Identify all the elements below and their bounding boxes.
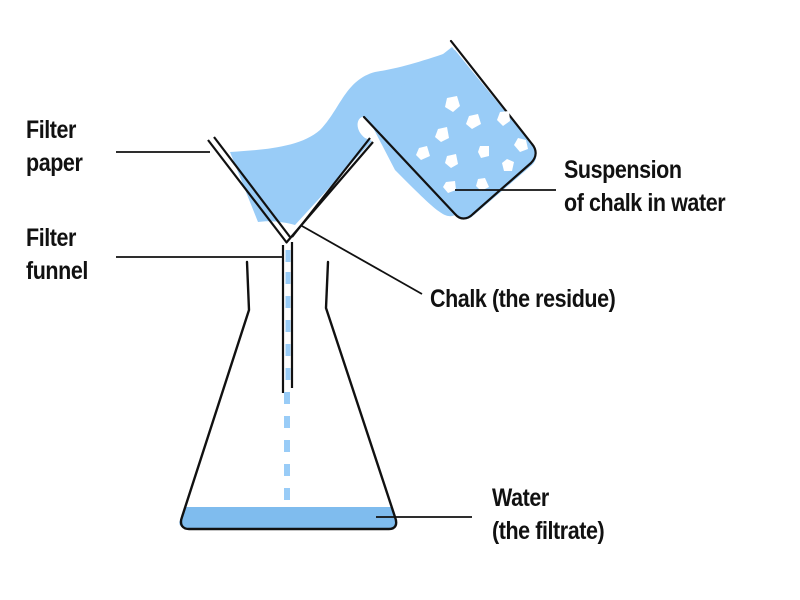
leader-residue [301,225,423,295]
chalk-particle [497,111,510,126]
label-line: Suspension [564,156,682,184]
label-filter-funnel: Filter funnel [26,222,88,288]
label-line: Filter [26,224,76,252]
chalk-particle [445,154,458,168]
filter-funnel [207,136,374,393]
chalk-particle [514,138,528,152]
label-suspension: Suspension of chalk in water [564,154,726,220]
chalk-particle [435,127,449,142]
label-filtrate: Water (the filtrate) [492,482,605,548]
label-filter-paper: Filter paper [26,114,83,180]
label-residue: Chalk (the residue) [430,283,616,316]
label-line: paper [26,149,83,177]
chalk-particle [416,146,430,160]
label-line: Chalk (the residue) [430,285,616,313]
label-line: of chalk in water [564,189,726,217]
label-line: Filter [26,116,76,144]
flask-filtrate [179,507,397,528]
chalk-particles [416,96,528,193]
chalk-parcticle [502,159,514,171]
label-line: funnel [26,257,88,285]
chalk-particle [445,96,460,112]
chalk-particle [476,178,489,191]
beaker-outline [362,39,537,220]
flask-outline [179,260,398,531]
label-line: Water [492,484,549,512]
chalk-particle [478,146,489,158]
beaker-liquid [363,47,537,220]
chalk-particle [443,181,456,193]
leader-lines [116,151,556,518]
chalk-particle [466,114,481,129]
filtrate-drops [284,250,291,500]
label-line: (the filtrate) [492,517,605,545]
